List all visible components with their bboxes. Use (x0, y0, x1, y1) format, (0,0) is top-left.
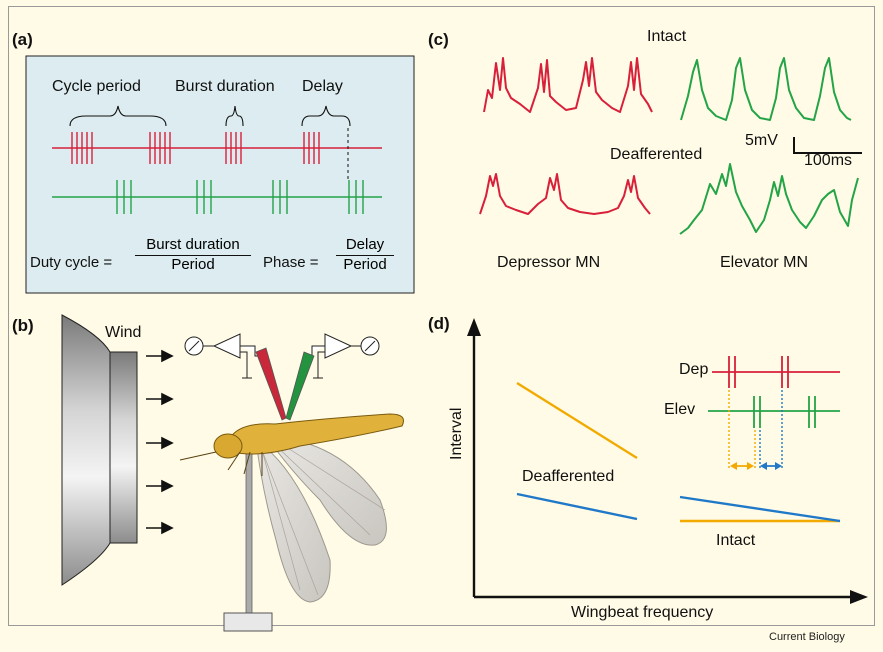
scale-bar (793, 137, 862, 154)
inset-interval-arrows (730, 462, 782, 470)
dep-elev-inset (708, 356, 840, 428)
amplifier-right (305, 333, 380, 379)
panel-a-braces (69, 105, 351, 127)
elevator-mn-label: Elevator MN (720, 254, 809, 271)
interval-axis-label: Interval (448, 407, 465, 460)
electrode-red (255, 347, 287, 421)
duty-cycle-label: Duty cycle = (30, 254, 113, 271)
wind-label: Wind (105, 324, 142, 341)
wingbeat-frequency-label: Wingbeat frequency (571, 604, 714, 621)
red-bursts (71, 132, 320, 164)
elev-label: Elev (664, 401, 696, 418)
inset-dotted-guides (728, 390, 783, 468)
panel-d-label: (d) (428, 314, 450, 333)
panel-d-axes (467, 318, 868, 604)
cycle-period-label: Cycle period (52, 78, 141, 95)
intact-label: Intact (647, 28, 687, 45)
deafferented-elevator-trace (679, 163, 859, 235)
dragonfly-forewing (264, 435, 387, 546)
depressor-mn-label: Depressor MN (497, 254, 601, 271)
green-bursts (116, 180, 364, 214)
wind-tunnel-screen (109, 351, 138, 544)
scale-ms-label: 100ms (804, 152, 853, 169)
phase-label: Phase = (263, 254, 319, 271)
wind-arrows (146, 349, 174, 535)
panel-c-traces (479, 57, 859, 235)
deafferented-label: Deafferented (610, 146, 703, 163)
intact-blue-line (679, 495, 841, 523)
phase-denominator: Period (336, 255, 394, 273)
deafferented-depressor-trace (479, 173, 651, 215)
phase-numerator: Delay (345, 236, 385, 253)
dragonfly-head (213, 433, 243, 459)
deafferented-line-label: Deafferented (522, 468, 615, 485)
intact-line-label: Intact (716, 532, 756, 549)
panel-c-label: (c) (428, 30, 449, 49)
duty-numerator: Burst duration (146, 236, 240, 253)
duty-cycle-fraction: Burst duration Period (135, 236, 251, 273)
panel-a-label: (a) (12, 30, 33, 49)
dragonfly-hindwing (255, 438, 331, 603)
panel-b-label: (b) (12, 316, 34, 335)
insect-stand (245, 444, 253, 616)
scale-mv-label: 5mV (745, 132, 778, 149)
delay-label: Delay (302, 78, 343, 95)
panel-d-lines (516, 381, 841, 523)
intact-depressor-trace (483, 57, 653, 113)
deafferented-blue-line (516, 492, 638, 521)
burst-duration-label: Burst duration (175, 78, 275, 95)
wind-tunnel-nozzle (61, 314, 111, 586)
duty-denominator: Period (135, 255, 251, 273)
deafferented-orange-line (516, 381, 638, 460)
dragonfly-body (229, 413, 404, 455)
stand-base (223, 612, 273, 632)
intact-elevator-trace (680, 57, 852, 121)
dep-label: Dep (679, 361, 709, 378)
amplifier-left (184, 333, 262, 379)
electrode-green (285, 351, 315, 421)
journal-credit: Current Biology (769, 631, 845, 643)
phase-fraction: Delay Period (336, 236, 394, 273)
panel-a-box (25, 55, 415, 294)
